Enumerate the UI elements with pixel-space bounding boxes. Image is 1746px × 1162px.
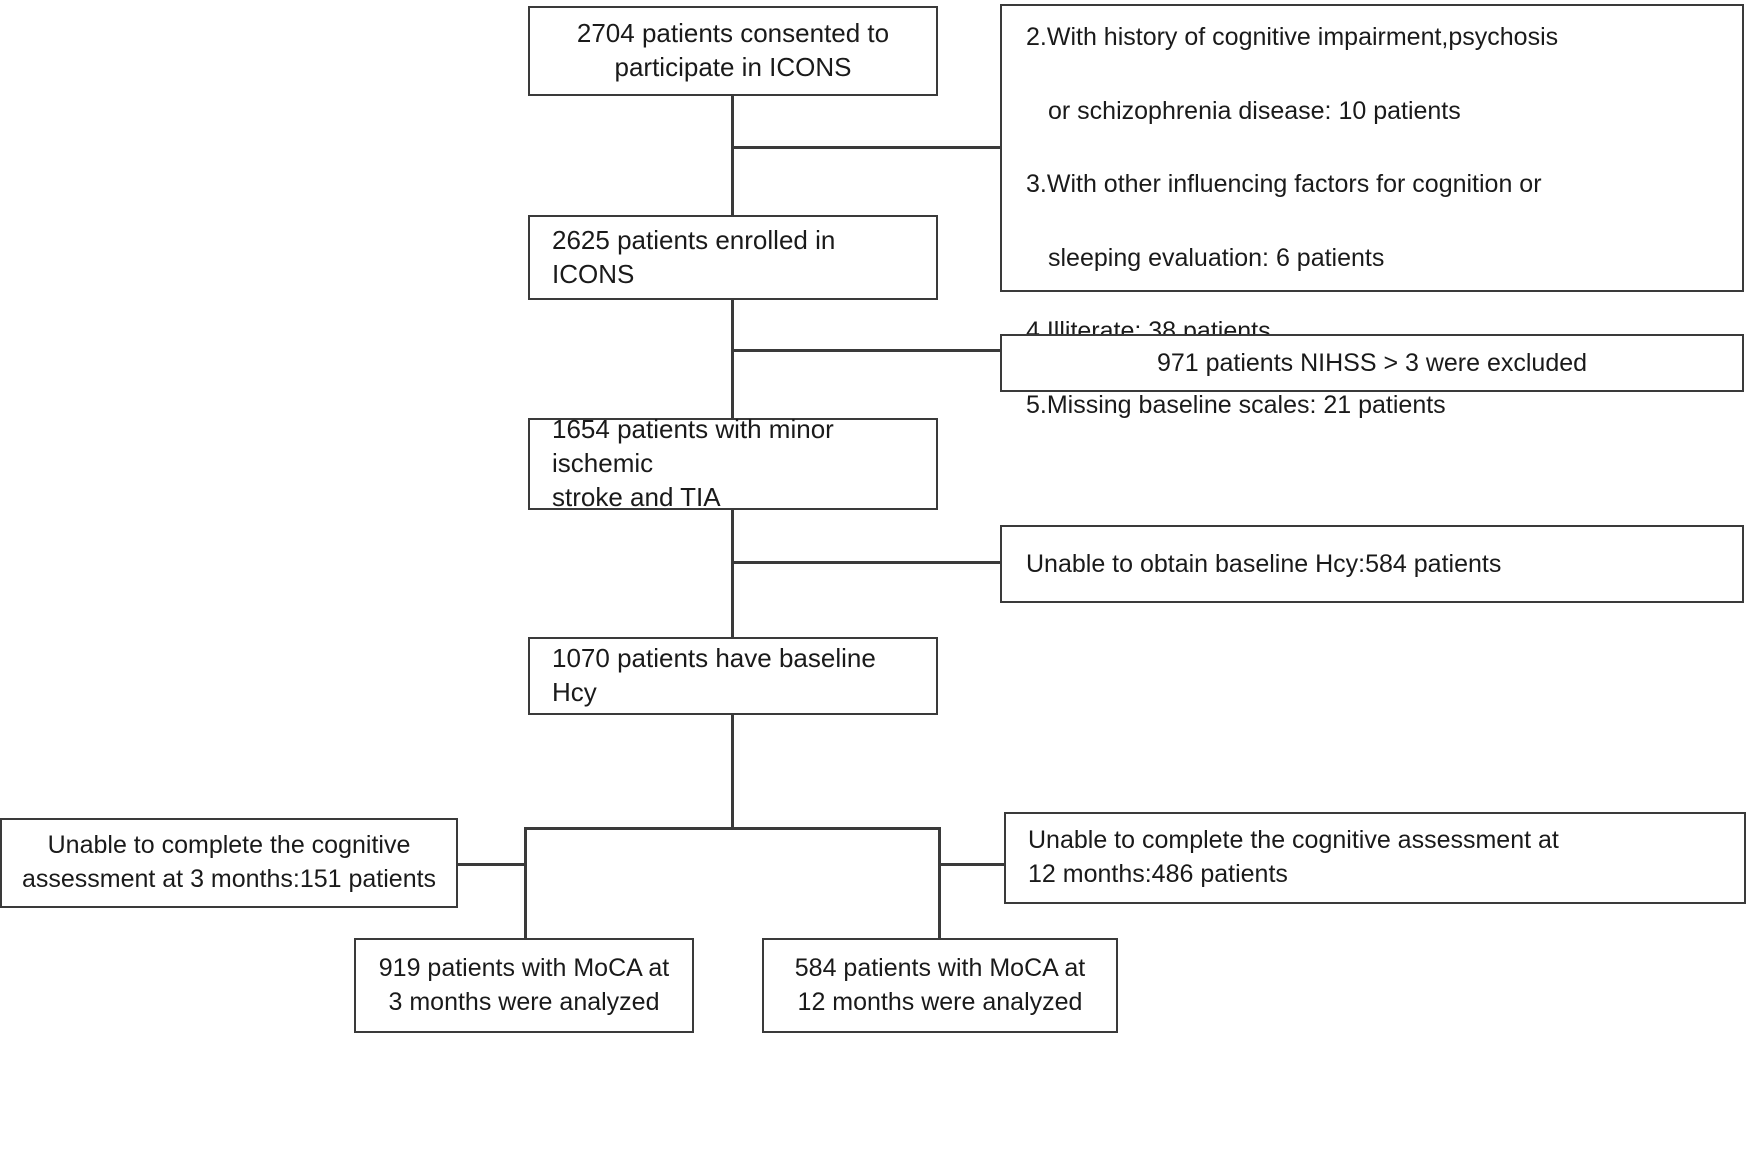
connector-right-to-moca12 bbox=[938, 900, 941, 938]
exclusion-item-3-cont: sleeping evaluation: 6 patients bbox=[1048, 243, 1385, 272]
connector-left-to-excl-3m bbox=[458, 863, 526, 866]
node-exclusion-no-baseline-hcy: Unable to obtain baseline Hcy:584 patien… bbox=[1000, 525, 1744, 603]
node-minor-stroke-label: 1654 patients with minor ischemic stroke… bbox=[552, 414, 834, 512]
exclusion-no-baseline-hcy-label: Unable to obtain baseline Hcy:584 patien… bbox=[1026, 549, 1502, 578]
connector-minor-to-hcy bbox=[731, 510, 734, 637]
node-exclusion-cognitive-12m: Unable to complete the cognitive assessm… bbox=[1004, 812, 1746, 904]
node-consented-label: 2704 patients consented to participate i… bbox=[576, 18, 890, 82]
node-enrolled: 2625 patients enrolled in ICONS bbox=[528, 215, 938, 300]
connector-branch-nihss bbox=[731, 349, 1002, 352]
exclusion-cognitive-12m-label: Unable to complete the cognitive assessm… bbox=[1028, 826, 1559, 888]
node-moca-3m-label: 919 patients with MoCA at 3 months were … bbox=[378, 953, 670, 1016]
connector-hcy-to-split bbox=[731, 715, 734, 827]
connector-split-right-drop bbox=[938, 827, 941, 938]
node-enrolled-label: 2625 patients enrolled in ICONS bbox=[552, 224, 836, 289]
node-moca-12m: 584 patients with MoCA at 12 months were… bbox=[762, 938, 1118, 1033]
exclusion-item-2-cont: or schizophrenia disease: 10 patients bbox=[1048, 96, 1461, 125]
connector-branch-total-exclusions bbox=[731, 146, 1002, 149]
connector-split-left-drop bbox=[524, 827, 527, 938]
connector-left-to-moca3 bbox=[524, 900, 527, 938]
node-exclusion-cognitive-3m: Unable to complete the cognitive assessm… bbox=[0, 818, 458, 908]
connector-right-to-excl-12m bbox=[938, 863, 1006, 866]
exclusion-item-5: 5.Missing baseline scales: 21 patients bbox=[1026, 390, 1446, 419]
exclusion-item-3: 3.With other influencing factors for cog… bbox=[1026, 170, 1542, 199]
node-baseline-hcy-label: 1070 patients have baseline Hcy bbox=[552, 643, 876, 707]
node-minor-stroke: 1654 patients with minor ischemic stroke… bbox=[528, 414, 938, 512]
connector-enrolled-to-minor bbox=[731, 300, 734, 418]
node-exclusions-total: Total 79 patients were excluded: 1.> 7 d… bbox=[1000, 4, 1744, 419]
node-exclusion-nihss: 971 patients NIHSS > 3 were excluded bbox=[1000, 334, 1744, 392]
exclusion-item-2: 2.With history of cognitive impairment,p… bbox=[1026, 23, 1559, 52]
connector-split-bar bbox=[524, 827, 941, 830]
connector-branch-no-hcy bbox=[731, 561, 1002, 564]
exclusion-nihss-label: 971 patients NIHSS > 3 were excluded bbox=[1156, 348, 1588, 377]
node-baseline-hcy: 1070 patients have baseline Hcy bbox=[528, 637, 938, 715]
node-consented: 2704 patients consented to participate i… bbox=[528, 6, 938, 96]
node-moca-3m: 919 patients with MoCA at 3 months were … bbox=[354, 938, 694, 1033]
exclusion-cognitive-3m-label: Unable to complete the cognitive assessm… bbox=[21, 831, 437, 893]
node-moca-12m-label: 584 patients with MoCA at 12 months were… bbox=[794, 953, 1086, 1016]
connector-consented-to-enrolled bbox=[731, 96, 734, 215]
